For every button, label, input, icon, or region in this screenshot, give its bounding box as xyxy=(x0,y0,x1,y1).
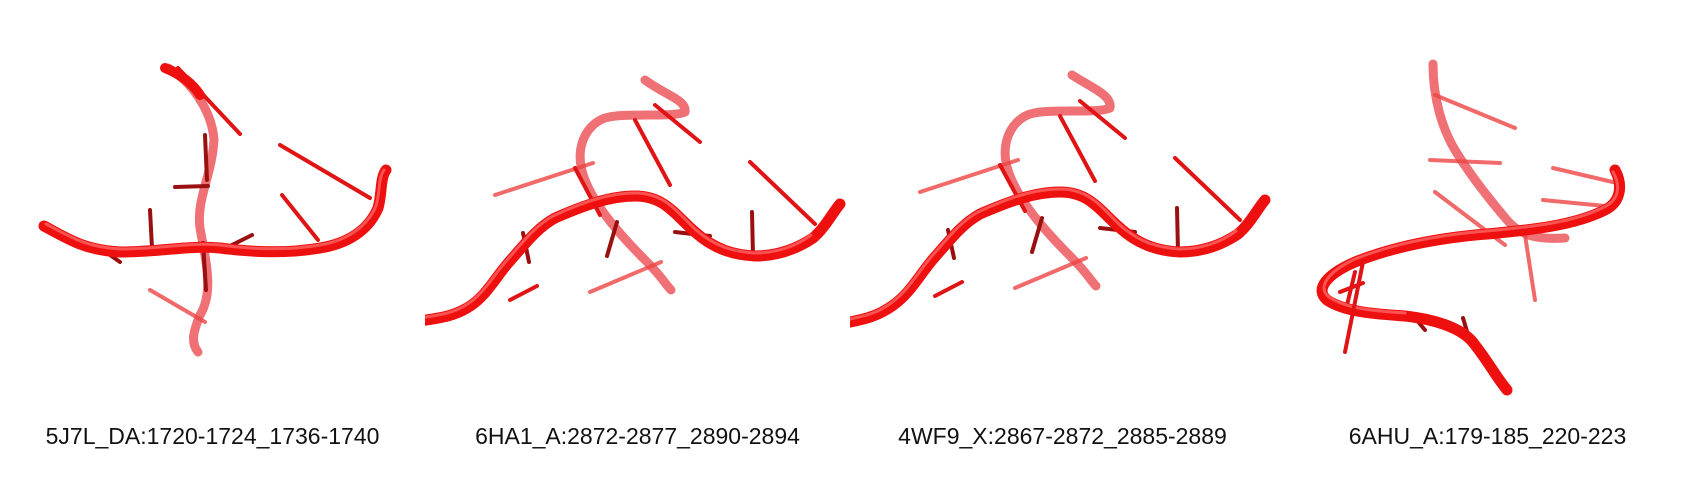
structure-panel-5j7l: 5J7L_DA:1720-1724_1736-1740 xyxy=(0,0,425,480)
structure-caption-4wf9: 4WF9_X:2867-2872_2885-2889 xyxy=(898,423,1227,449)
rna-cartoon-6ahu xyxy=(1316,59,1626,396)
structure-caption-6ha1: 6HA1_A:2872-2877_2890-2894 xyxy=(475,423,800,449)
structure-panel-6ha1: 6HA1_A:2872-2877_2890-2894 xyxy=(425,0,850,480)
structure-panel-4wf9: 4WF9_X:2867-2872_2885-2889 xyxy=(850,0,1275,480)
rna-cartoon-6ha1 xyxy=(425,75,846,326)
structure-panel-6ahu: 6AHU_A:179-185_220-223 xyxy=(1275,0,1700,480)
structure-caption-5j7l: 5J7L_DA:1720-1724_1736-1740 xyxy=(45,423,380,449)
structure-caption-6ahu: 6AHU_A:179-185_220-223 xyxy=(1348,423,1627,449)
rna-cartoon-5j7l xyxy=(38,63,392,357)
rna-cartoon-4wf9 xyxy=(850,70,1271,328)
